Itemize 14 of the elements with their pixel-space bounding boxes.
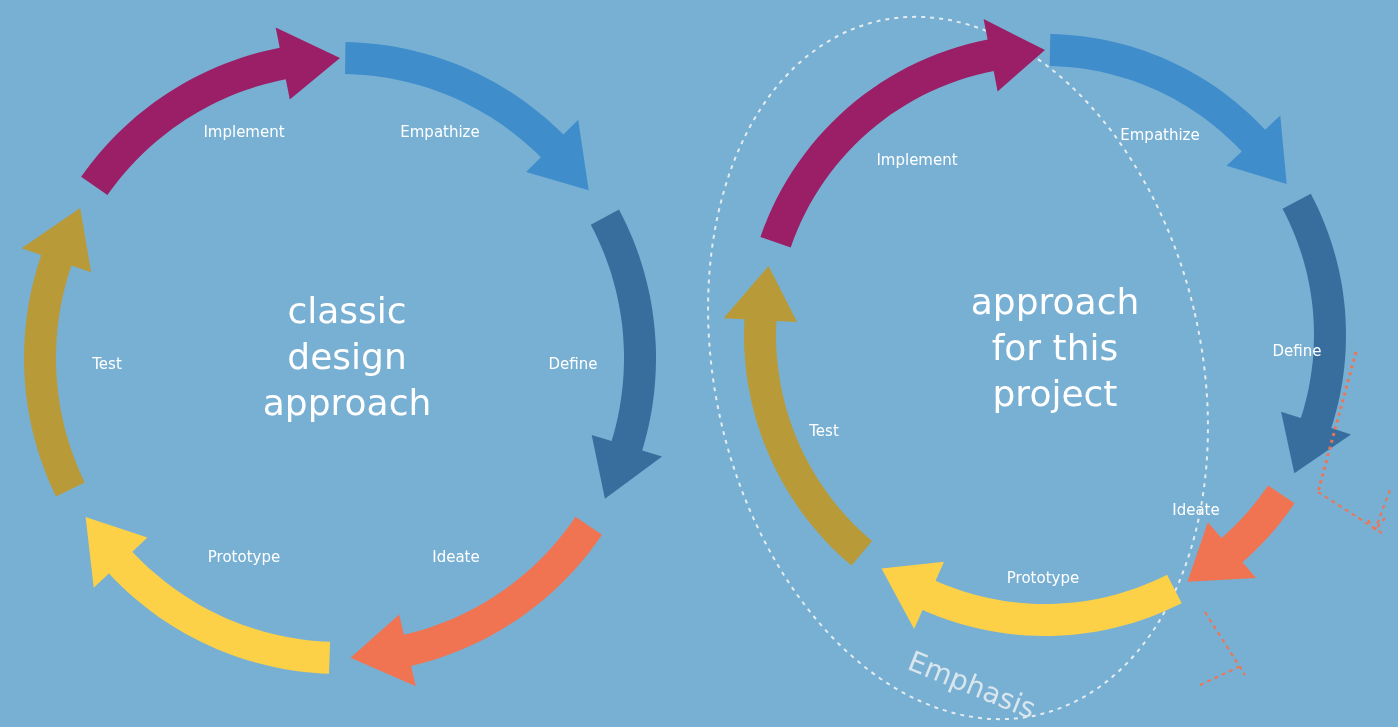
stage-label: Define [548,355,598,373]
stage-label: Empathize [400,123,480,141]
center-title: classic design approach [261,289,433,425]
stage-label: Empathize [1120,126,1200,144]
stage-label: Test [92,355,122,373]
stage-label: Test [809,422,839,440]
stage-label: Prototype [1006,569,1080,587]
stage-label: Ideate [432,548,480,566]
center-title: approach for this project [969,280,1141,416]
stage-label: Ideate [1172,501,1220,519]
stage-label: Prototype [207,548,281,566]
stage-label: Define [1272,342,1322,360]
stage-label: Implement [203,123,285,141]
stage-label: Implement [876,151,958,169]
